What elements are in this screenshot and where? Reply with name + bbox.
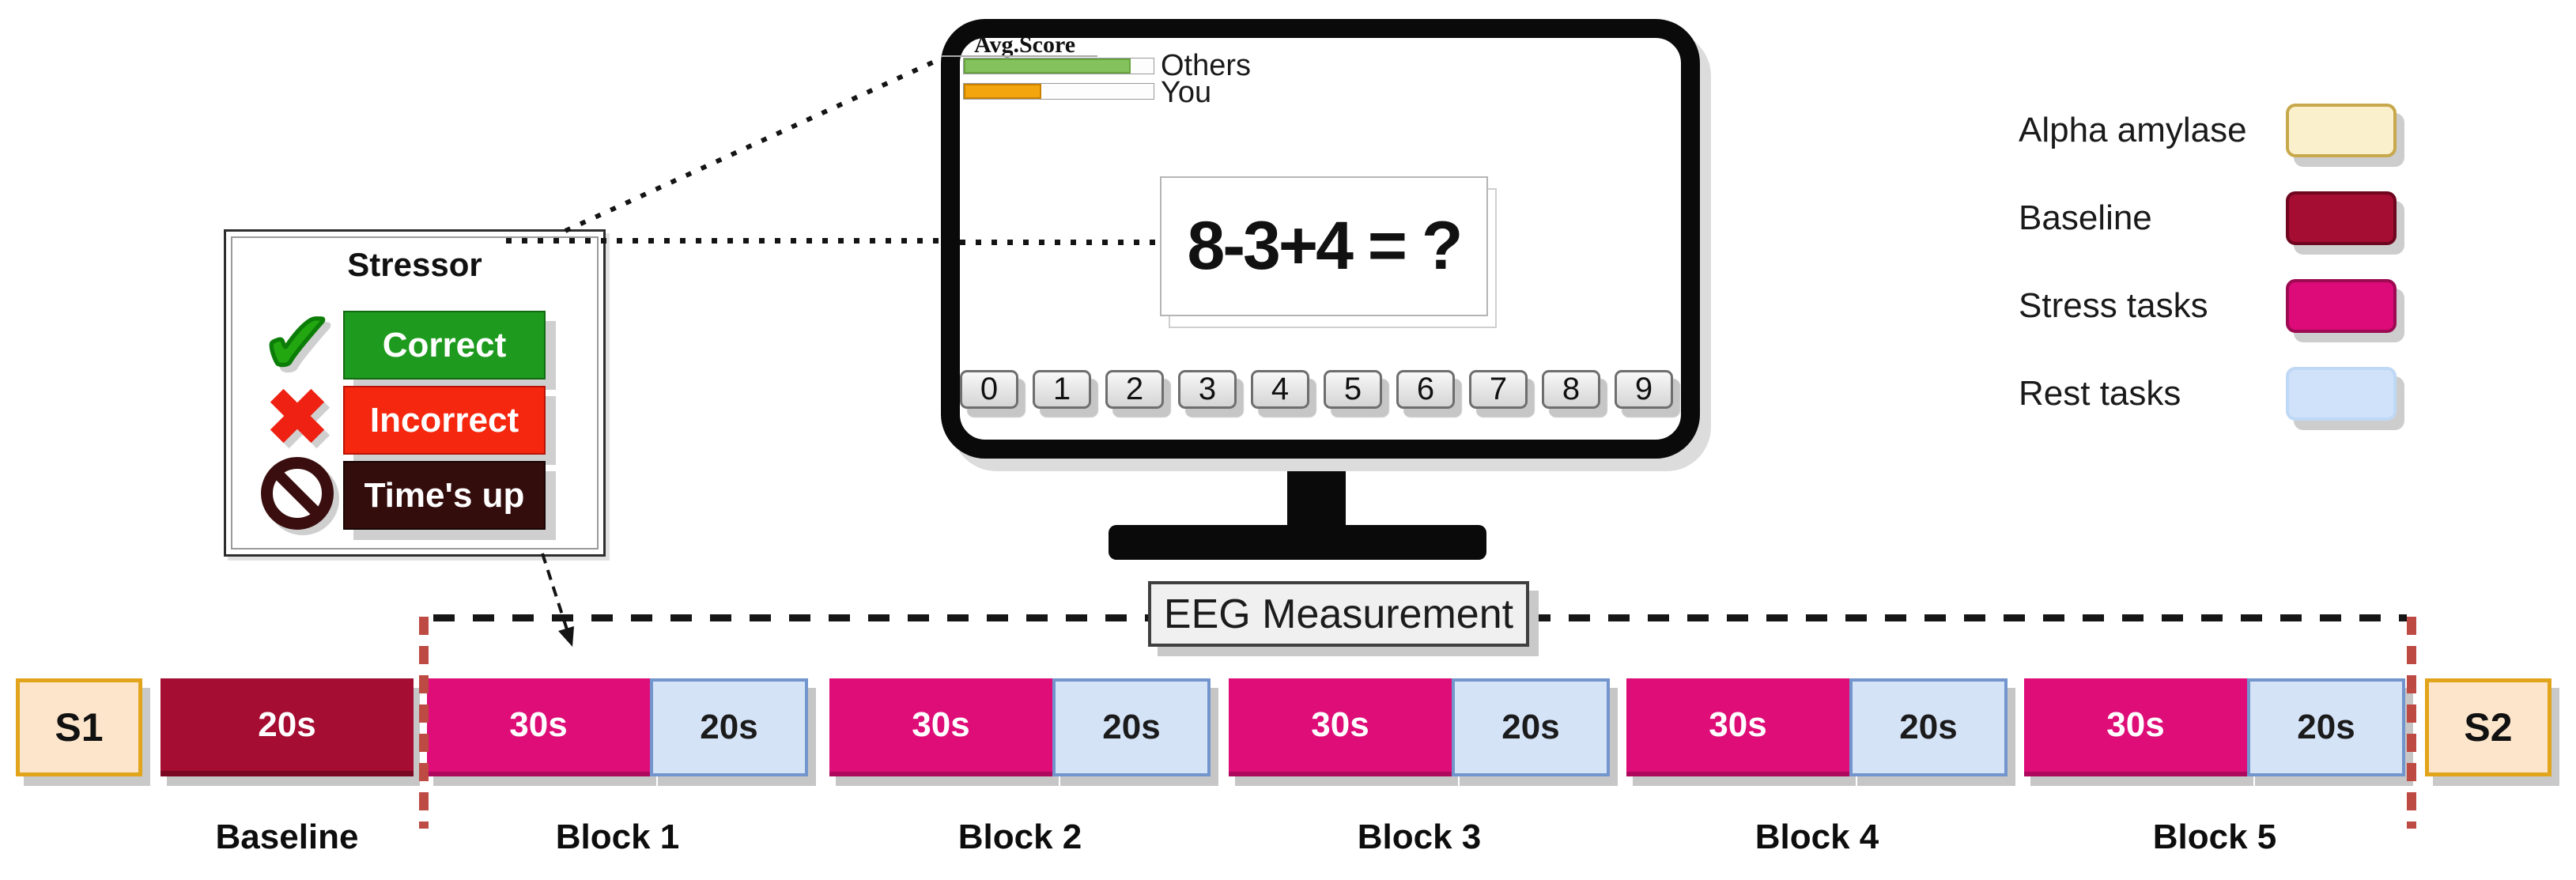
equation-text: 8-3+4 = ? xyxy=(1187,208,1464,284)
eeg-dashed-line-left xyxy=(433,614,1148,621)
saliva-sample-s1: S1 xyxy=(16,678,142,776)
dotted-callout-line-screen xyxy=(960,240,1160,245)
prohibited-icon xyxy=(261,457,334,530)
cross-icon: ✖ xyxy=(265,376,330,460)
key-2[interactable]: 2 xyxy=(1105,370,1164,409)
block-2: 30s 20s xyxy=(829,678,1211,776)
block-3: 30s 20s xyxy=(1229,678,1610,776)
others-score-bar xyxy=(963,58,1154,74)
block-4-label: Block 4 xyxy=(1754,818,1879,856)
block-5-rest-segment: 20s xyxy=(2247,678,2405,776)
key-5[interactable]: 5 xyxy=(1324,370,1382,409)
feedback-row-incorrect: ✖ Incorrect xyxy=(226,380,603,456)
block-5: 30s 20s xyxy=(2024,678,2405,776)
you-score-fill xyxy=(964,84,1042,99)
block-1-stress-segment: 30s xyxy=(427,678,650,776)
block-3-label: Block 3 xyxy=(1357,818,1482,856)
key-7[interactable]: 7 xyxy=(1469,370,1528,409)
legend-label-rest-tasks: Rest tasks xyxy=(2019,374,2181,413)
feedback-row-correct: ✔ Correct xyxy=(226,300,603,387)
key-1[interactable]: 1 xyxy=(1033,370,1091,409)
key-6[interactable]: 6 xyxy=(1396,370,1455,409)
correct-feedback-badge: Correct xyxy=(343,311,546,380)
legend-label-alpha-amylase: Alpha amylase xyxy=(2019,111,2247,149)
task-monitor: Avg.Score Others You 8-3+4 = ? 0 1 2 3 4… xyxy=(941,19,1700,459)
key-9[interactable]: 9 xyxy=(1615,370,1673,409)
stressor-title: Stressor xyxy=(347,246,482,283)
block-2-stress-segment: 30s xyxy=(829,678,1052,776)
stressor-panel: Stressor ✔ Correct ✖ Incorrect Time's up xyxy=(224,229,606,557)
block-5-stress-segment: 30s xyxy=(2024,678,2247,776)
block-5-label: Block 5 xyxy=(2152,818,2277,856)
others-score-fill xyxy=(964,59,1131,74)
times-up-feedback-badge: Time's up xyxy=(343,461,546,530)
block-3-rest-segment: 20s xyxy=(1452,678,1610,776)
block-2-rest-segment: 20s xyxy=(1052,678,1211,776)
legend-row-stress-tasks: Stress tasks xyxy=(2019,279,2509,333)
block-1-rest-segment: 20s xyxy=(650,678,808,776)
monitor-stand-pillar xyxy=(1287,455,1346,528)
key-3[interactable]: 3 xyxy=(1178,370,1237,409)
legend-swatch-rest-tasks xyxy=(2286,367,2397,421)
session-divider-right xyxy=(2407,617,2416,829)
block-1-label: Block 1 xyxy=(555,818,680,856)
legend-swatch-baseline xyxy=(2286,191,2397,245)
key-0[interactable]: 0 xyxy=(960,370,1018,409)
others-bar-label: Others xyxy=(1161,49,1252,82)
eeg-dashed-line-right xyxy=(1529,614,2407,621)
block-4-stress-segment: 30s xyxy=(1626,678,1849,776)
legend-label-baseline: Baseline xyxy=(2019,198,2152,237)
monitor-stand-base xyxy=(1109,525,1486,560)
dotted-callout-line-top xyxy=(564,58,939,233)
legend-row-baseline: Baseline xyxy=(2019,191,2509,245)
block-2-label: Block 2 xyxy=(958,818,1082,856)
equation-box: 8-3+4 = ? xyxy=(1160,176,1488,316)
legend-row-alpha-amylase: Alpha amylase xyxy=(2019,104,2509,157)
legend-row-rest-tasks: Rest tasks xyxy=(2019,367,2509,421)
incorrect-feedback-badge: Incorrect xyxy=(343,386,546,455)
number-keypad: 0 1 2 3 4 5 6 7 8 9 xyxy=(960,370,1681,409)
check-icon: ✔ xyxy=(261,295,334,391)
dotted-callout-line xyxy=(506,238,939,244)
legend-swatch-stress-tasks xyxy=(2286,279,2397,333)
you-bar-label: You xyxy=(1161,76,1212,109)
key-8[interactable]: 8 xyxy=(1542,370,1600,409)
baseline-segment: 20s xyxy=(161,678,414,776)
you-score-bar xyxy=(963,83,1154,100)
baseline-label: Baseline xyxy=(215,818,359,856)
eeg-measurement-banner: EEG Measurement xyxy=(1148,581,1529,647)
legend-swatch-alpha-amylase xyxy=(2286,104,2397,157)
legend-label-stress-tasks: Stress tasks xyxy=(2019,286,2208,325)
dashed-arrow-head xyxy=(558,626,574,647)
block-1: 30s 20s xyxy=(427,678,808,776)
feedback-row-timesup: Time's up xyxy=(226,457,603,530)
key-4[interactable]: 4 xyxy=(1251,370,1309,409)
avg-score-underline xyxy=(941,55,1097,57)
block-4: 30s 20s xyxy=(1626,678,2008,776)
saliva-sample-s2: S2 xyxy=(2425,678,2551,776)
avg-score-title: Avg.Score xyxy=(974,32,1076,58)
block-3-stress-segment: 30s xyxy=(1229,678,1452,776)
block-4-rest-segment: 20s xyxy=(1849,678,2008,776)
session-divider-left xyxy=(419,617,429,829)
